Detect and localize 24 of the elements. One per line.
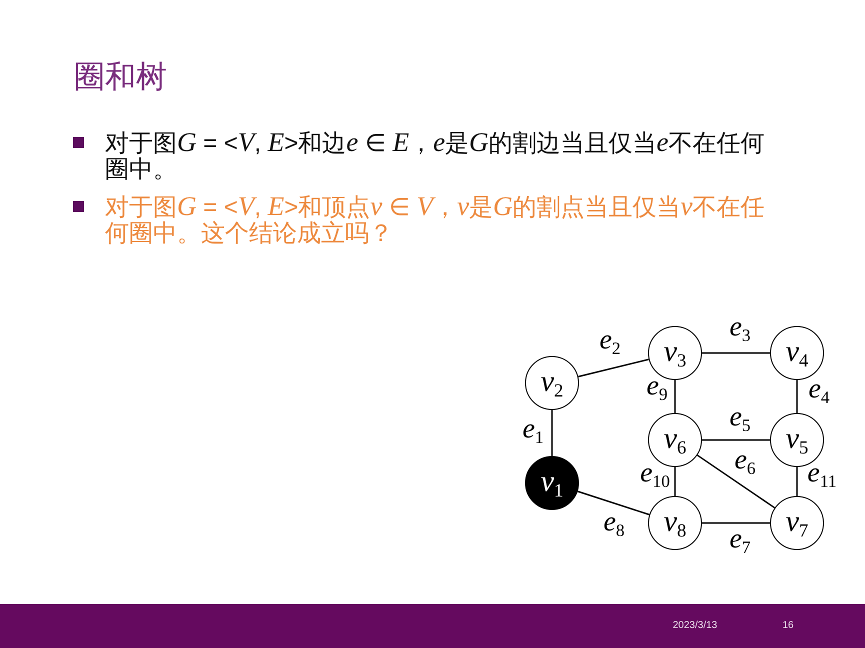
page-number: 16 bbox=[782, 619, 794, 633]
date-text: 2023/3/13 bbox=[672, 619, 718, 633]
vertex-circle: v$_{7}$ bbox=[770, 496, 824, 550]
edge-line bbox=[674, 467, 676, 496]
vertex-circle: v$_{2}$ bbox=[525, 356, 579, 410]
vertex-circle: v$_{5}$ bbox=[770, 413, 824, 467]
edge-line bbox=[702, 439, 770, 441]
edge-line bbox=[696, 454, 776, 508]
vertex-circle: v$_{6}$ bbox=[648, 413, 702, 467]
vertex-circle: v$_{1}$ bbox=[525, 456, 579, 510]
edge-line bbox=[796, 380, 798, 413]
edge-line bbox=[578, 358, 649, 378]
edge-line bbox=[702, 352, 770, 354]
edge-line bbox=[796, 467, 798, 496]
edge-line bbox=[577, 490, 650, 516]
slide-title: 圈和树 bbox=[74, 58, 167, 96]
vertex-circle: v$_{8}$ bbox=[648, 496, 702, 550]
edge-line bbox=[551, 410, 553, 456]
vertex-circle: v$_{4}$ bbox=[770, 326, 824, 380]
vertex-circle: v$_{3}$ bbox=[648, 326, 702, 380]
edge-line bbox=[674, 380, 676, 413]
bullet-text: 对于图G = <V, E>和顶点v ∈ V，v是G的割点当且仅当v不在任何圈中。这个结论成立吗？ bbox=[105, 193, 766, 247]
bullet-text: 对于图G = <V, E>和边e ∈ E，e是G的割边当且仅当e不在任何圈中。 bbox=[105, 129, 766, 183]
edge-line bbox=[702, 522, 770, 524]
